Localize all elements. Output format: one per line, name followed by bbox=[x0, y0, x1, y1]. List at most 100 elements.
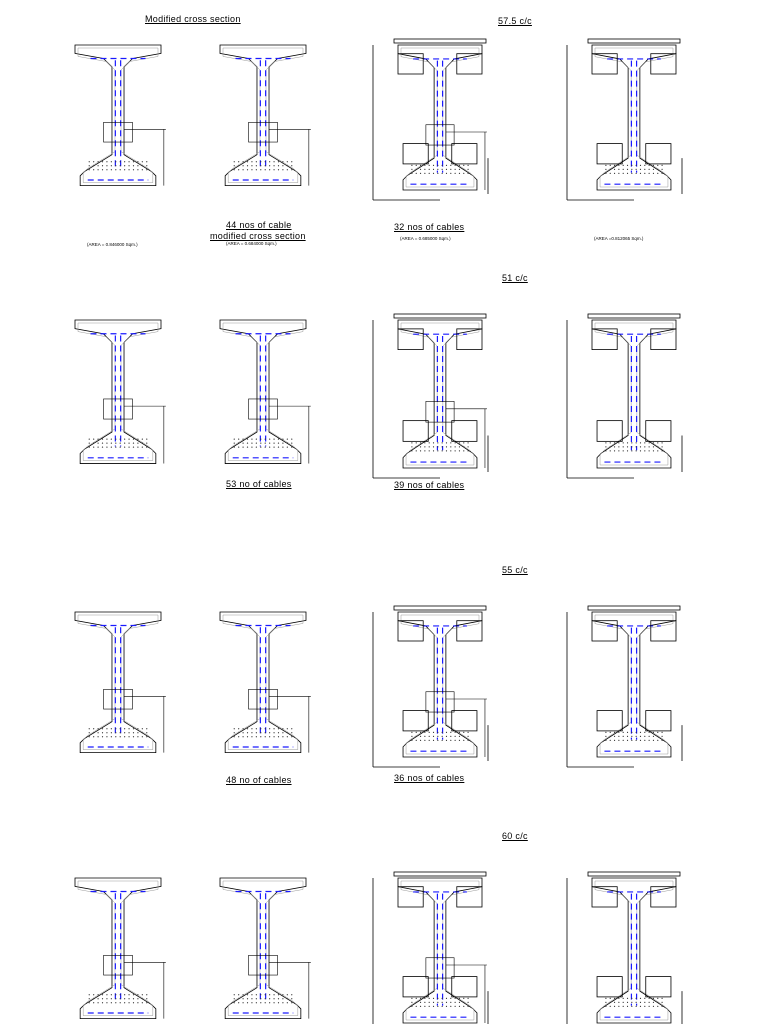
cable-dot bbox=[291, 1002, 293, 1004]
cable-dot bbox=[277, 165, 280, 167]
cable-dot bbox=[251, 442, 253, 444]
cable-dot bbox=[93, 446, 95, 448]
cable-dot bbox=[277, 1002, 280, 1004]
cable-dot bbox=[450, 997, 452, 999]
cable-dot bbox=[424, 1005, 426, 1007]
cable-dot bbox=[467, 731, 469, 733]
dimension-box bbox=[645, 710, 672, 732]
cable-dot bbox=[286, 165, 288, 167]
cable-dot bbox=[286, 998, 288, 1000]
cable-dot bbox=[277, 998, 280, 1000]
girder-outline bbox=[591, 877, 677, 1024]
cable-dot bbox=[146, 998, 148, 1000]
cable-dot bbox=[132, 438, 135, 440]
cable-dot bbox=[137, 728, 139, 730]
cable-dot bbox=[119, 736, 121, 738]
cable-dot bbox=[415, 997, 417, 999]
cable-dot bbox=[141, 165, 143, 167]
cable-dot bbox=[97, 998, 99, 1000]
cable-dot bbox=[273, 446, 275, 448]
cable-dot bbox=[146, 169, 148, 171]
cable-dot bbox=[631, 442, 633, 444]
cable-dot bbox=[277, 732, 280, 734]
cable-dot bbox=[106, 994, 108, 996]
dimension-box bbox=[451, 420, 478, 442]
cable-dot bbox=[463, 1005, 465, 1007]
cable-dot bbox=[454, 997, 456, 999]
cable-dot bbox=[88, 165, 90, 167]
cable-dot bbox=[233, 165, 235, 167]
cable-dot bbox=[282, 1002, 284, 1004]
cable-dot bbox=[110, 169, 112, 171]
cable-dot bbox=[622, 446, 624, 448]
cable-dot bbox=[137, 994, 139, 996]
cable-dot bbox=[445, 1001, 448, 1003]
cable-dot bbox=[635, 164, 637, 166]
cable-dot bbox=[618, 735, 620, 737]
cable-count-label: 36 nos of cables bbox=[394, 773, 465, 783]
cable-dot bbox=[238, 438, 240, 440]
cable-dot bbox=[269, 728, 271, 730]
cable-dot bbox=[661, 735, 663, 737]
cable-dot bbox=[626, 1005, 629, 1007]
cable-dot bbox=[437, 1005, 439, 1007]
cable-dot bbox=[605, 739, 607, 741]
cable-dot bbox=[411, 172, 413, 174]
cable-dot bbox=[441, 1001, 443, 1003]
cable-dot bbox=[639, 1001, 642, 1003]
cable-dot bbox=[458, 997, 461, 999]
cable-dot bbox=[644, 731, 646, 733]
cable-dot bbox=[246, 736, 249, 738]
cable-dot bbox=[644, 172, 646, 174]
cable-dot bbox=[286, 728, 288, 730]
cable-dot bbox=[661, 168, 663, 170]
cable-dot bbox=[428, 735, 430, 737]
cable-dot bbox=[613, 735, 616, 737]
girder-section bbox=[74, 611, 166, 754]
cable-dot bbox=[277, 161, 280, 163]
cable-dot bbox=[255, 442, 257, 444]
spacing-label-2: 51 c/c bbox=[502, 273, 528, 283]
cable-dot bbox=[141, 736, 143, 738]
cable-dot bbox=[101, 438, 104, 440]
cable-dot bbox=[238, 442, 240, 444]
dimension-box bbox=[402, 143, 429, 165]
cable-dot bbox=[631, 168, 633, 170]
cable-dot bbox=[605, 168, 607, 170]
cable-dot bbox=[609, 442, 611, 444]
cable-dot bbox=[450, 446, 452, 448]
cover-line bbox=[594, 614, 674, 755]
cable-dot bbox=[141, 998, 143, 1000]
cable-dot bbox=[605, 172, 607, 174]
cable-dot bbox=[467, 997, 469, 999]
cable-dot bbox=[115, 446, 117, 448]
cable-dot bbox=[238, 732, 240, 734]
dimension-box bbox=[591, 886, 618, 908]
girder-section bbox=[219, 44, 311, 187]
cable-dot bbox=[467, 1005, 469, 1007]
cable-dot bbox=[661, 450, 663, 452]
cable-dot bbox=[428, 442, 430, 444]
cable-dot bbox=[411, 997, 413, 999]
girder-section bbox=[566, 38, 683, 201]
cable-dot bbox=[246, 161, 249, 163]
deck-slab bbox=[587, 38, 681, 44]
cable-dot bbox=[233, 169, 235, 171]
cable-dot bbox=[432, 997, 435, 999]
cable-dot bbox=[463, 164, 465, 166]
cable-dot bbox=[622, 450, 624, 452]
cable-dot bbox=[97, 442, 99, 444]
cable-dot bbox=[255, 732, 257, 734]
cable-dot bbox=[609, 168, 611, 170]
cable-dot bbox=[282, 732, 284, 734]
cable-dot bbox=[467, 164, 469, 166]
cable-dot bbox=[622, 735, 624, 737]
cable-dot bbox=[419, 739, 422, 741]
cable-dot bbox=[411, 446, 413, 448]
cable-dot bbox=[652, 731, 655, 733]
cable-dot bbox=[419, 1005, 422, 1007]
